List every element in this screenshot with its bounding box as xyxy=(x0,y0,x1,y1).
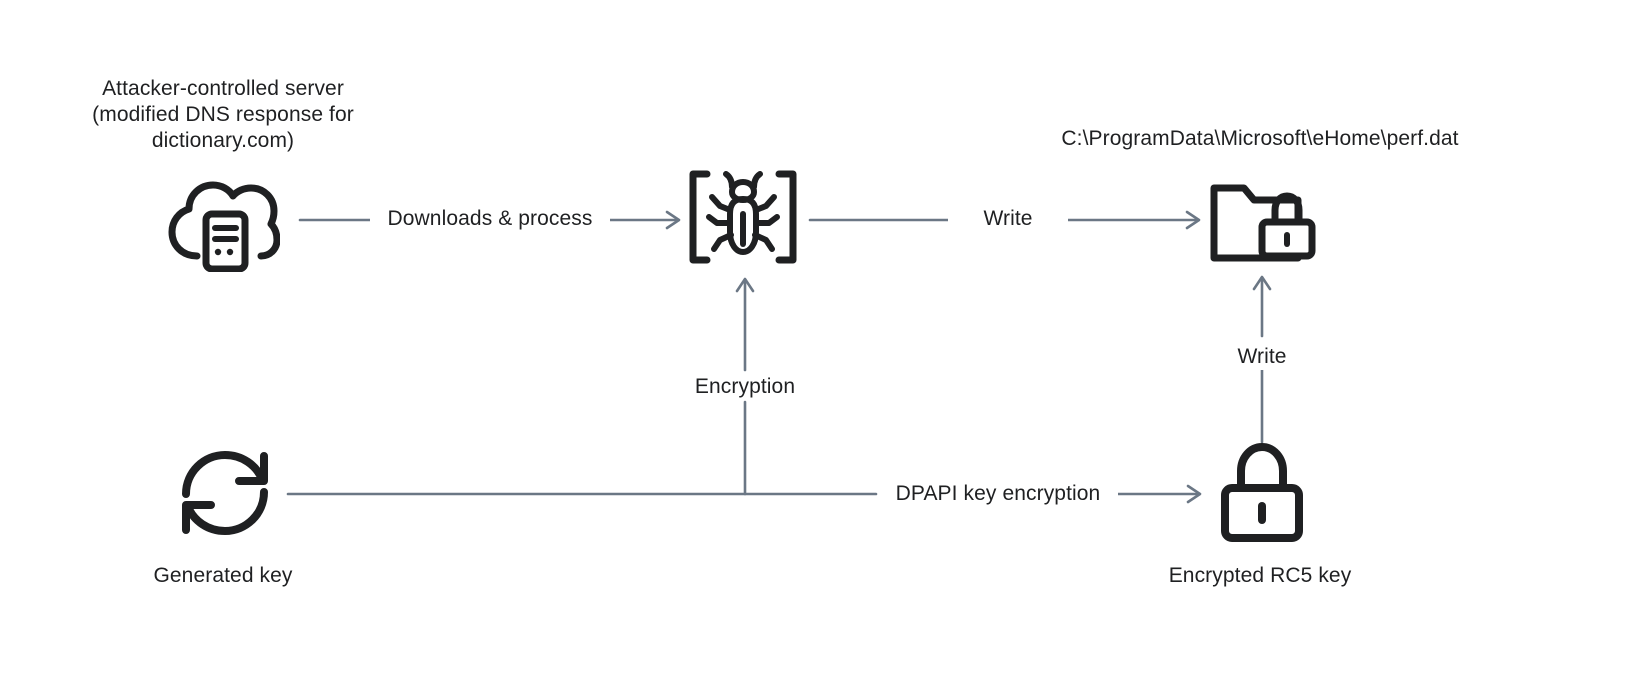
edge-label-write-key-file: Write xyxy=(1202,344,1322,370)
refresh-cycle-icon xyxy=(178,446,272,540)
edge-malware-to-file xyxy=(808,206,1205,234)
edge-label-dpapi-key-encryption: DPAPI key encryption xyxy=(878,481,1118,507)
bug-in-brackets-icon xyxy=(688,170,798,264)
attacker-server-label: Attacker-controlled server (modified DNS… xyxy=(92,77,354,152)
edge-label-encryption: Encryption xyxy=(665,374,825,400)
edge-label-downloads-process: Downloads & process xyxy=(370,206,610,232)
cloud-server-icon xyxy=(166,172,280,272)
folder-lock-icon xyxy=(1210,180,1316,262)
payload-file-path-label: C:\ProgramData\Microsoft\eHome\perf.dat xyxy=(1061,127,1459,150)
edge-key-to-encrypted-key xyxy=(286,480,1206,508)
edge-key-to-malware xyxy=(731,272,759,496)
encrypted-rc5-key-label: Encrypted RC5 key xyxy=(1168,564,1352,587)
padlock-icon xyxy=(1220,440,1304,542)
edge-encrypted-key-to-file xyxy=(1248,270,1276,444)
generated-key-label: Generated key xyxy=(153,564,293,587)
edge-label-write-malware-file: Write xyxy=(948,206,1068,232)
